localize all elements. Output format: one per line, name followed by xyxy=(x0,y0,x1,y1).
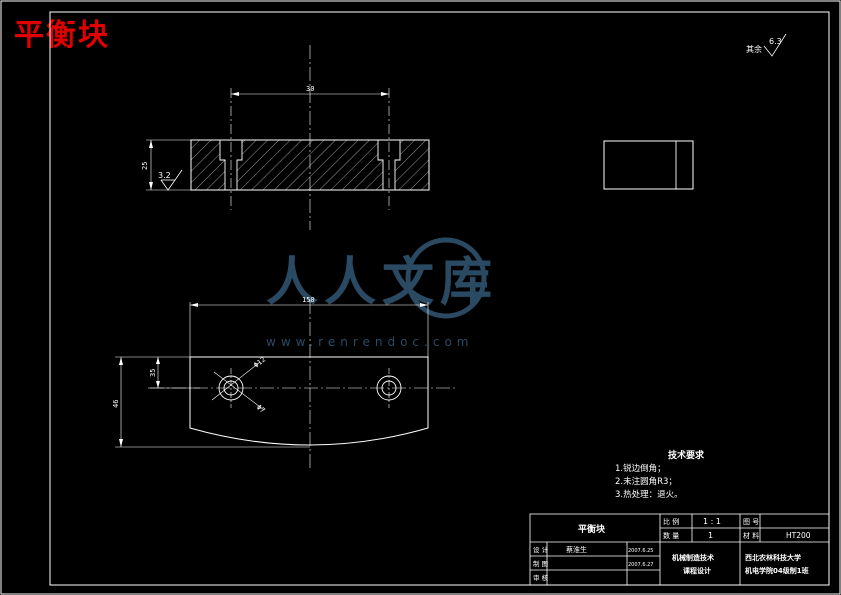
dim-hole-spacing: 30 xyxy=(306,85,314,93)
general-roughness-label: 其余 xyxy=(746,44,762,54)
dim-width: 46 xyxy=(112,400,120,408)
tb-scale-label: 比 例 xyxy=(663,517,679,526)
dim-thickness: 25 xyxy=(141,162,149,170)
roughness-check-icon xyxy=(763,33,787,57)
tb-draft-date: 2007.6.27 xyxy=(628,562,653,568)
tb-course-line: 课程设计 xyxy=(683,566,711,575)
tech-req-heading: 技术要求 xyxy=(668,449,705,461)
tb-course-line: 机械制造技术 xyxy=(672,553,714,562)
drawing-title: 平衡块 xyxy=(14,18,110,53)
tb-part-name: 平衡块 xyxy=(578,523,606,535)
tb-scale-value: 1 : 1 xyxy=(703,517,721,526)
tb-material-value: HT200 xyxy=(786,531,811,540)
tb-reviewer-label: 审 核 xyxy=(533,573,549,582)
side-view xyxy=(603,140,694,190)
watermark: 人人文库 www.renrendoc.com xyxy=(266,237,498,349)
inner-border xyxy=(49,11,830,586)
dim-cbore-dia: Φ12 xyxy=(252,355,267,369)
tb-qty-value: 1 xyxy=(708,531,713,540)
title-block-text: 平衡块 比 例 1 : 1 图 号 数 量 1 材 料 HT200 设 计 蔡淮… xyxy=(533,517,811,582)
tb-material-label: 材 料 xyxy=(743,531,759,540)
side-roughness-icon xyxy=(160,169,183,191)
general-roughness: 其余 6.3 xyxy=(746,33,787,57)
watermark-url: www.renrendoc.com xyxy=(266,335,473,349)
watermark-text: 人人文库 xyxy=(266,253,498,313)
tb-school-line: 机电学院04级制1班 xyxy=(745,566,809,575)
tech-req-item: 2.未注圆角R3； xyxy=(615,476,677,487)
front-section-view: 30 25 3.2 xyxy=(141,45,430,230)
tb-designer-name: 蔡淮生 xyxy=(566,545,587,554)
side-roughness-value: 3.2 xyxy=(158,171,171,180)
title-block xyxy=(529,513,830,586)
tb-design-date: 2007.6.25 xyxy=(628,548,653,554)
top-view: Φ12 Φ7 150 46 35 xyxy=(112,296,455,470)
tb-qty-label: 数 量 xyxy=(663,531,679,540)
tb-designer-label: 设 计 xyxy=(533,545,549,554)
technical-requirements: 技术要求 1.锐边倒角； 2.未注圆角R3； 3.热处理：退火。 xyxy=(615,449,705,500)
tech-req-item: 3.热处理：退火。 xyxy=(615,489,683,500)
tb-drafter-label: 制 图 xyxy=(533,559,548,568)
tb-school-line: 西北农林科技大学 xyxy=(745,553,801,562)
tb-drawing-no-label: 图 号 xyxy=(743,518,759,526)
dim-hole-dia: Φ7 xyxy=(255,403,267,414)
general-roughness-value: 6.3 xyxy=(769,37,782,46)
dim-length: 150 xyxy=(302,296,315,304)
dim-hole-center: 35 xyxy=(149,369,157,377)
tech-req-item: 1.锐边倒角； xyxy=(615,463,666,474)
